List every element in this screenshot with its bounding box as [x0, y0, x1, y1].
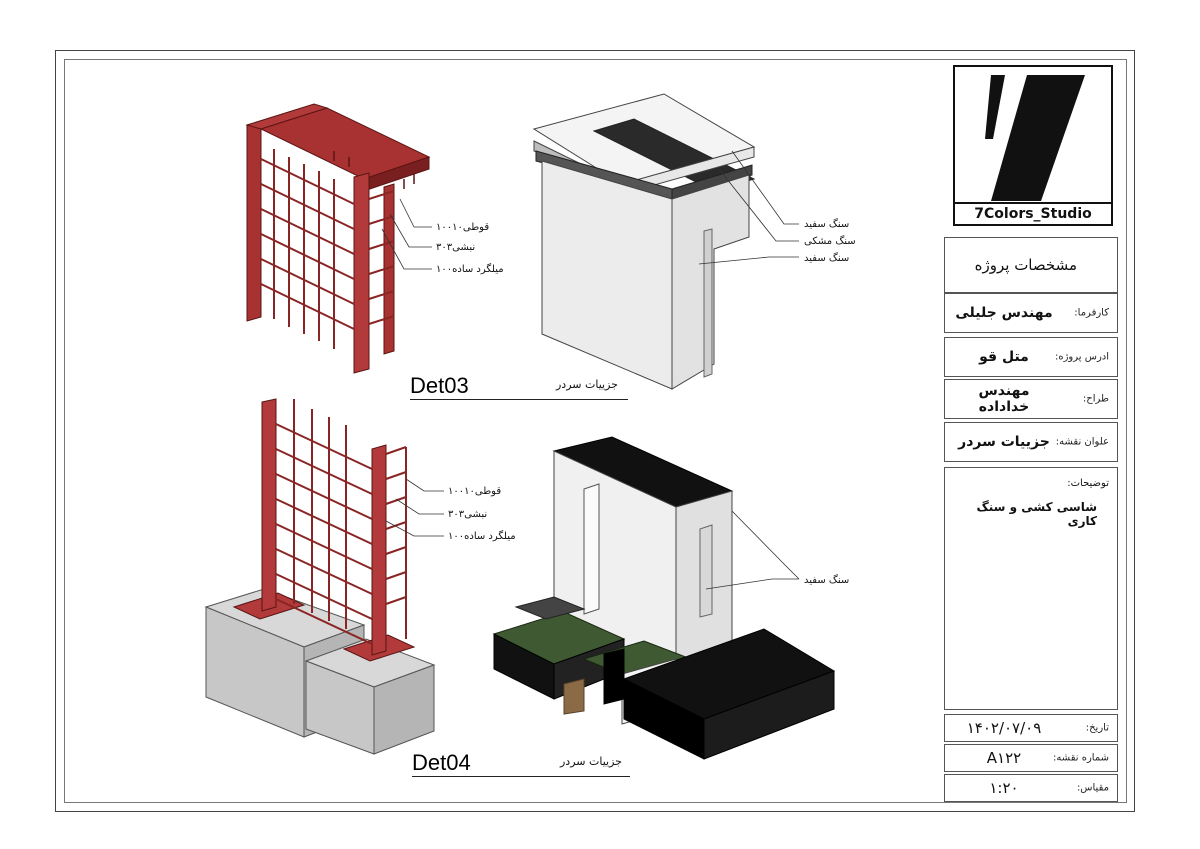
det04-frame-label-1: نبشی۳۰۳ [448, 509, 487, 520]
address-value: متل قو [979, 349, 1029, 365]
studio-name: 7Colors_Studio [955, 202, 1111, 222]
det04-subtitle: جزییات سردر [560, 755, 622, 768]
studio-logo: 7Colors_Studio [953, 65, 1113, 226]
drawing-title-label: علوان نقشه: [1055, 436, 1109, 448]
sheet-number-value: A۱۲۲ [986, 749, 1022, 767]
scale-label: مقیاس: [1076, 782, 1109, 794]
det03-code: Det03 [410, 373, 469, 398]
studio-logo-mark-icon [985, 75, 1085, 201]
det04-frame-label-2: میلگرد ساده۱۰۰ [448, 530, 516, 542]
drawing-title-value: جزییات سردر [958, 434, 1050, 450]
notes-label: توضیحات: [1067, 478, 1109, 489]
det03-stone-leaders [698, 150, 799, 265]
sheet-outer-border [55, 50, 1135, 812]
client-value: مهندس جلیلی [955, 305, 1053, 321]
sheet-number-label: شماره نقشه: [1053, 752, 1109, 764]
drawing-title-row: علوان نقشه: جزییات سردر [944, 422, 1118, 462]
det03-stone-block [532, 93, 756, 390]
det03-frame-leaders [381, 198, 432, 270]
designer-value: مهندس خداداده [978, 383, 1030, 415]
det03-steel-frame [245, 103, 431, 374]
project-spec-title: مشخصات پروژه [974, 256, 1077, 274]
date-row: تاریخ: ۱۴۰۲/۰۷/۰۹ [944, 714, 1118, 742]
det04-stone-section [492, 436, 836, 760]
date-value: ۱۴۰۲/۰۷/۰۹ [966, 719, 1042, 737]
det04-frame-label-0: قوطی۱۰۰۱۰ [448, 486, 501, 497]
det04-underline [412, 776, 630, 777]
det04-steel-frame [232, 398, 416, 662]
title-block: 7Colors_Studio مشخصات پروژه کارفرما: مهن… [944, 59, 1127, 803]
det03-underline [410, 399, 628, 400]
notes-cell: توضیحات: شاسی کشی و سنگ کاری [944, 467, 1118, 710]
det04-concrete-footings [204, 588, 436, 755]
det03-subtitle: جزییات سردر [556, 378, 618, 391]
det04-stone-label-0: سنگ سفید [804, 574, 849, 586]
designer-row: طراح: مهندس خداداده [944, 379, 1118, 419]
address-row: ادرس پروژه: متل قو [944, 337, 1118, 377]
sheet-number-row: شماره نقشه: A۱۲۲ [944, 744, 1118, 772]
det03-frame-label-0: قوطی۱۰۰۱۰ [436, 222, 489, 233]
det03-frame-label-1: نبشی۳۰۳ [436, 242, 475, 253]
det03-stone-label-2: سنگ سفید [804, 252, 849, 264]
scale-value: ۱:۲۰ [989, 779, 1019, 797]
client-row: کارفرما: مهندس جلیلی [944, 293, 1118, 333]
drawing-area: قوطی۱۰۰۱۰ نبشی۳۰۳ میلگرد ساده۱۰۰ سنگ سفی… [204, 93, 856, 760]
det03-stone-label-1: سنگ مشکی [804, 235, 856, 247]
date-label: تاریخ: [1085, 722, 1109, 734]
det03-stone-label-0: سنگ سفید [804, 218, 849, 230]
sheet-inner-border [64, 59, 1127, 803]
notes-value: شاسی کشی و سنگ کاری [976, 500, 1097, 528]
address-label: ادرس پروژه: [1054, 351, 1109, 363]
det04-stone-leaders [705, 510, 800, 590]
designer-label: طراح: [1082, 393, 1109, 405]
det04-code: Det04 [412, 750, 471, 775]
project-spec-cell: مشخصات پروژه [944, 237, 1118, 293]
det04-frame-leaders [385, 478, 444, 537]
client-label: کارفرما: [1074, 307, 1109, 319]
scale-row: مقیاس: ۱:۲۰ [944, 774, 1118, 802]
det03-frame-label-2: میلگرد ساده۱۰۰ [436, 263, 504, 275]
